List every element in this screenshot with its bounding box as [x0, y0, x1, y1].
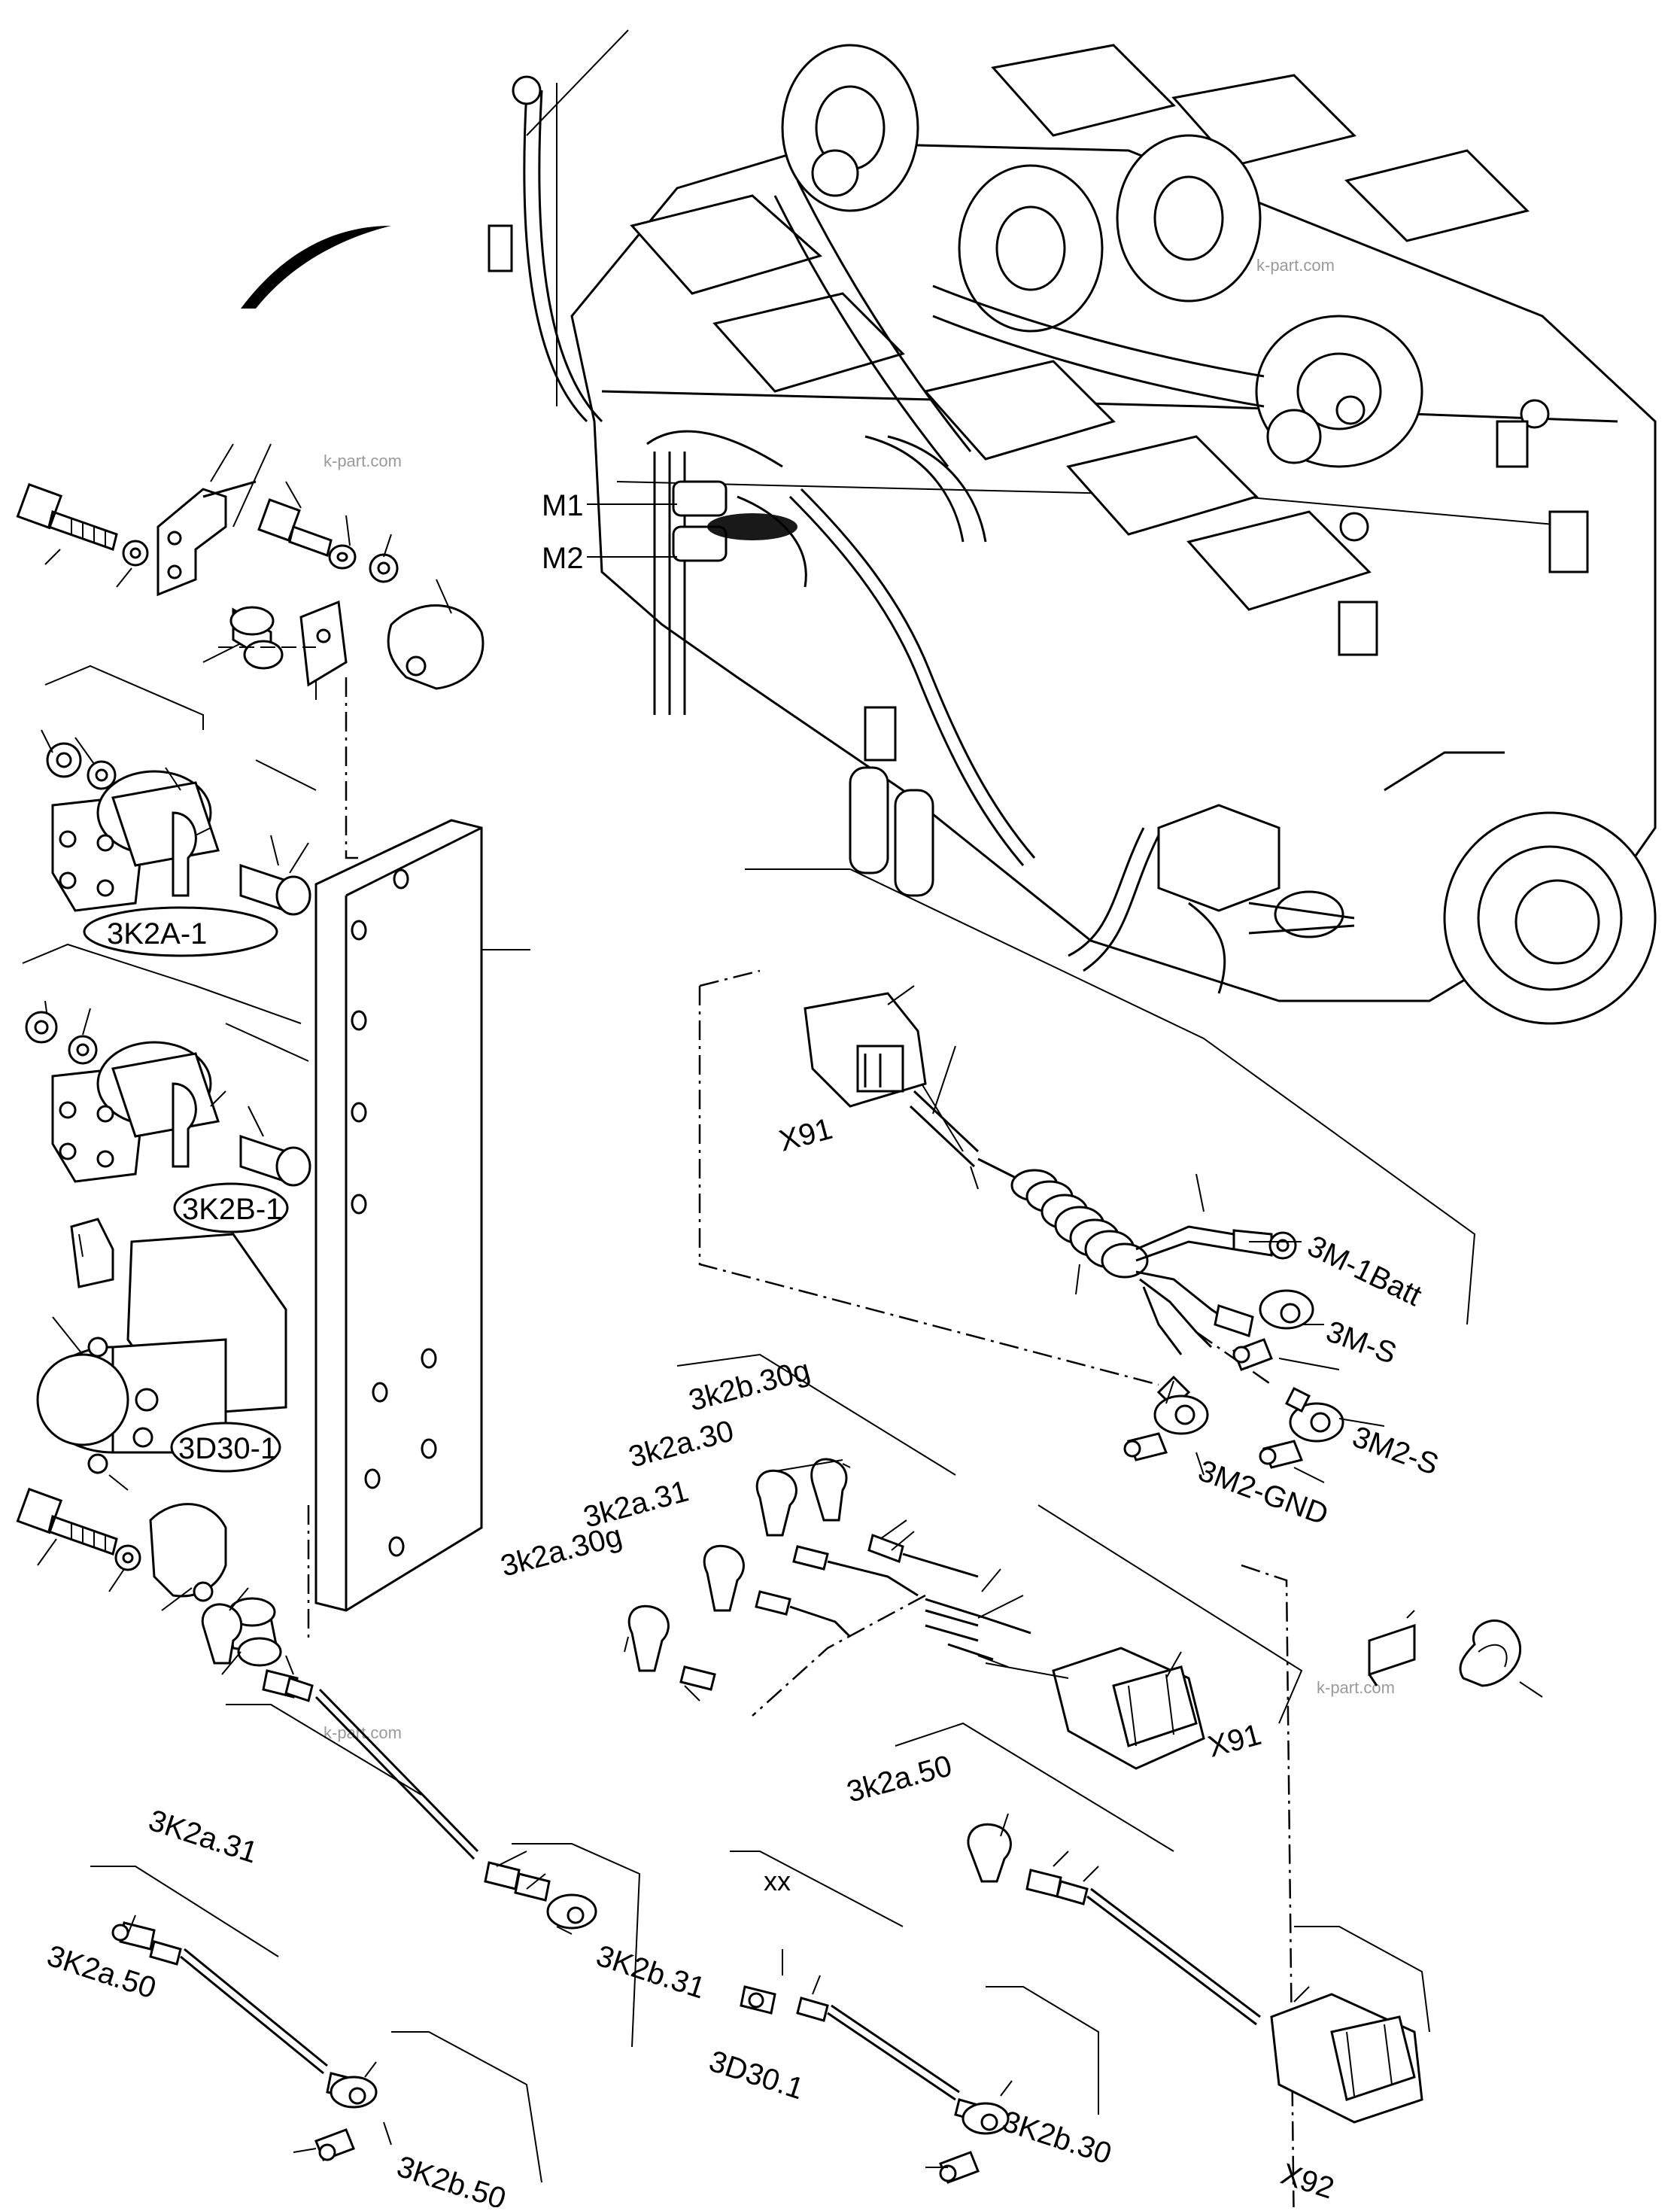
label-x91-mid: X91: [1205, 1718, 1265, 1764]
relay-3k2a-1: [41, 665, 317, 957]
cable-3k2a50-x92: [895, 1722, 1430, 2124]
label-3d30-1-cable: 3D30.1: [705, 2045, 807, 2106]
label-3k2a-31-cable: 3K2a.31: [144, 1804, 261, 1870]
tape-and-cable-tie: [1368, 1610, 1543, 1698]
label-3k2a-50: 3k2a.50: [843, 1749, 955, 1808]
label-3k2b-50: 3K2b.50: [393, 2150, 509, 2207]
label-x92: X92: [1277, 2158, 1338, 2206]
rotation-arrow-icon: [241, 226, 391, 309]
cable-3k2a31-3k2b31: [201, 1587, 641, 2048]
label-3m2-gnd: 3M2-GND: [1194, 1454, 1332, 1531]
watermark-2: k-part.com: [1256, 256, 1335, 275]
harness-top: [698, 868, 1476, 1483]
harness-middle: [624, 1353, 1303, 2211]
label-3m2-s: 3M2-S: [1348, 1420, 1443, 1482]
label-3m-1batt: 3M-1Batt: [1302, 1230, 1426, 1313]
cable-3d30-3k2b30: [730, 1851, 1099, 2184]
label-3d30-1: 3D30-1: [178, 1432, 277, 1465]
label-3k2a-30g: 3k2a.30g: [497, 1519, 625, 1583]
label-xx: xx: [764, 1866, 791, 1896]
label-3k2a-50-cable: 3K2a.50: [43, 1939, 159, 2006]
label-3m-s: 3M-S: [1322, 1315, 1401, 1370]
relay-3k2b-1: [22, 943, 311, 1233]
solenoid-3d30-1: [36, 1218, 287, 1491]
engine-assembly: [488, 29, 1657, 1025]
cable-3k2a50-3k2b50: [90, 1866, 542, 2183]
label-3k2b-1: 3K2B-1: [182, 1193, 282, 1226]
label-x91-top: X91: [776, 1112, 836, 1158]
alignment-line-1: [345, 677, 361, 859]
label-3k2b-30g: 3k2b.30g: [685, 1354, 813, 1418]
label-m1: M1: [542, 489, 584, 522]
watermark-1: k-part.com: [324, 452, 402, 470]
bracket-hardware-top: [16, 443, 485, 700]
label-3k2a-30: 3k2a.30: [625, 1414, 737, 1473]
ref-bubble-3d30-1: [170, 1422, 281, 1473]
label-3k2b-31: 3K2b.31: [592, 1939, 709, 2006]
label-m2: M2: [542, 542, 584, 575]
label-3k2a-1: 3K2A-1: [107, 917, 207, 950]
mounting-rail: [314, 819, 530, 1612]
watermark-3: k-part.com: [1317, 1678, 1395, 1697]
bracket-hardware-bottom: [16, 1487, 282, 1675]
